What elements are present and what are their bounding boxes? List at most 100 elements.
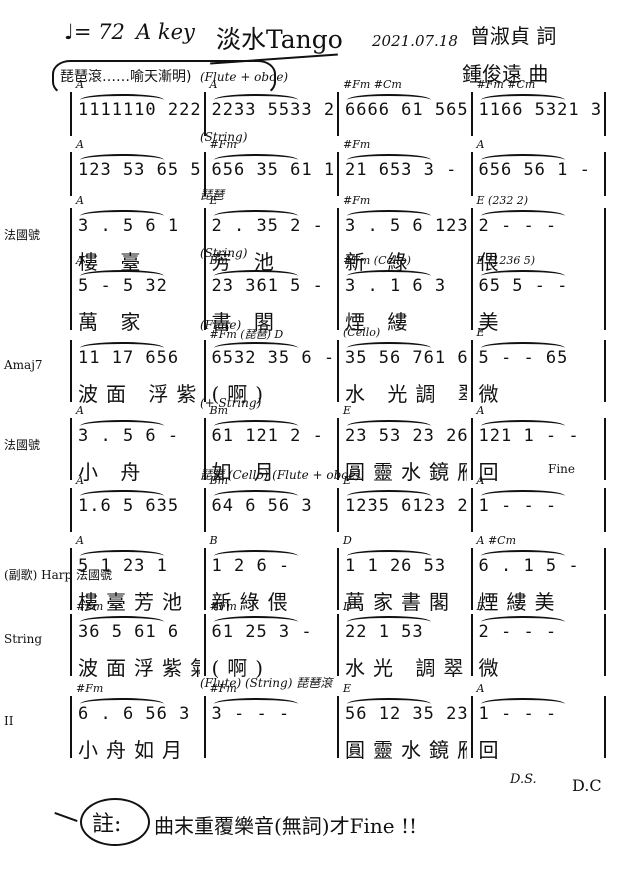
system-label: II <box>4 714 14 728</box>
jianpu-notes: 1 1 26 53 <box>345 556 447 576</box>
slur-mark <box>347 550 432 562</box>
jianpu-notes: 23 361 5 - <box>211 276 324 296</box>
slur-mark <box>80 698 165 710</box>
jianpu-notes: 1 - - - <box>478 704 558 724</box>
chord-symbol: Bm <box>209 404 229 417</box>
chord-symbol: A <box>76 404 84 417</box>
slur-mark <box>480 490 565 502</box>
measure: E (1236 5)65 5 - -美 <box>470 254 606 334</box>
slur-mark <box>213 490 298 502</box>
slur-mark <box>347 616 432 628</box>
lyricist-credit: 曾淑貞 詞 <box>470 24 557 48</box>
jianpu-notes: 5 1 23 1 <box>78 556 168 576</box>
jianpu-notes: 3 . 1 6 3 <box>345 276 447 296</box>
slur-mark <box>347 270 432 282</box>
chord-symbol: E <box>343 474 352 487</box>
chord-symbol: (Cello) <box>343 326 381 339</box>
chord-symbol: Bm <box>209 474 229 487</box>
chord-symbol: E <box>209 194 218 207</box>
jianpu-notes: 1.6 5 635 <box>78 496 180 516</box>
jianpu-notes: 3 . 5 6 - <box>78 426 180 446</box>
slur-mark <box>347 210 432 222</box>
jianpu-notes: 5 - 5 32 <box>78 276 168 296</box>
jianpu-notes: 61 25 3 - <box>211 622 313 642</box>
instrument-cue: 琵琶 (Cello) (Flute + oboe) <box>200 468 361 482</box>
intro-note: 琵琶滾……喻天漸明) <box>60 69 192 85</box>
lyrics: 回 <box>478 460 507 484</box>
slur-mark <box>480 550 565 562</box>
jianpu-notes: 2 - - - <box>478 622 558 642</box>
measure: A 123 53 65 5 <box>70 138 204 196</box>
slur-mark <box>347 342 432 354</box>
composer-credit: 鍾俊遠 曲 <box>462 62 549 86</box>
chord-symbol: #Fm <box>76 600 104 613</box>
lyrics: 樓臺芳池 <box>78 590 190 614</box>
instrument-cue: (Flute) (String) 琵琶滾 <box>200 676 333 690</box>
lyrics: 小 舟 <box>78 460 149 484</box>
chord-symbol: A <box>476 474 485 487</box>
lyrics: 圓靈水鏡雁陣 <box>345 738 467 762</box>
lyrics: 波面 浮紫氣 <box>78 382 200 406</box>
jianpu-notes: 64 6 56 3 <box>211 496 313 516</box>
slur-mark <box>213 698 298 710</box>
chord-symbol: #Fm <box>343 138 371 151</box>
date: 2021.07.18 <box>372 32 458 50</box>
jianpu-notes: 1 - - - <box>478 496 558 516</box>
system-label: String <box>4 632 43 646</box>
jianpu-notes: 123 53 65 5 <box>78 160 200 180</box>
lyrics: 萬家書閣 <box>345 590 457 614</box>
lyrics: 萬 家 <box>78 310 149 334</box>
lyrics: 水 光調 翠 <box>345 382 467 406</box>
slur-mark <box>480 210 565 222</box>
chord-symbol: A <box>76 138 84 151</box>
slur-mark <box>80 270 165 282</box>
da-capo-mark: D.C <box>572 776 602 795</box>
jianpu-notes: 23 53 23 26 <box>345 426 467 446</box>
lyrics: 如 月 <box>211 460 282 484</box>
jianpu-notes: 3 - - - <box>211 704 291 724</box>
jianpu-notes: 1235 6123 2 17 <box>345 496 467 516</box>
slur-mark <box>213 270 298 282</box>
jianpu-notes: 6 . 1 5 - <box>478 556 580 576</box>
chord-symbol: E <box>343 404 352 417</box>
lyrics: 美 <box>478 310 507 334</box>
jianpu-notes: 11 17 656 <box>78 348 180 368</box>
chord-symbol: A <box>476 682 485 695</box>
measure: (Cello)35 56 761 62水 光調 翠 <box>337 326 471 406</box>
jianpu-notes: 656 56 1 - <box>478 160 591 180</box>
instrument-cue: (String) <box>200 130 248 144</box>
measure: E23 53 23 26圓靈水鏡雁陣 <box>337 404 471 484</box>
jianpu-notes: 36 5 61 6 <box>78 622 180 642</box>
jianpu-notes: 65 5 - - <box>478 276 569 296</box>
lyrics: 新綠偎 <box>211 590 296 614</box>
slur-mark <box>80 490 165 502</box>
chord-symbol: #Fm <box>209 138 237 151</box>
arrow-icon <box>54 811 78 823</box>
chord-symbol: E <box>476 326 485 339</box>
lyrics: 微 <box>478 656 507 680</box>
tempo-marking: ♩= 72 <box>64 20 125 44</box>
slur-mark <box>480 154 565 166</box>
chord-symbol: B <box>209 534 218 547</box>
chord-symbol: E (232 2) <box>476 194 529 207</box>
measure: 11 17 656 波面 浮紫氣 <box>70 340 204 406</box>
system-label: Amaj7 <box>4 358 43 372</box>
song-title: 淡水Tango <box>216 25 343 54</box>
